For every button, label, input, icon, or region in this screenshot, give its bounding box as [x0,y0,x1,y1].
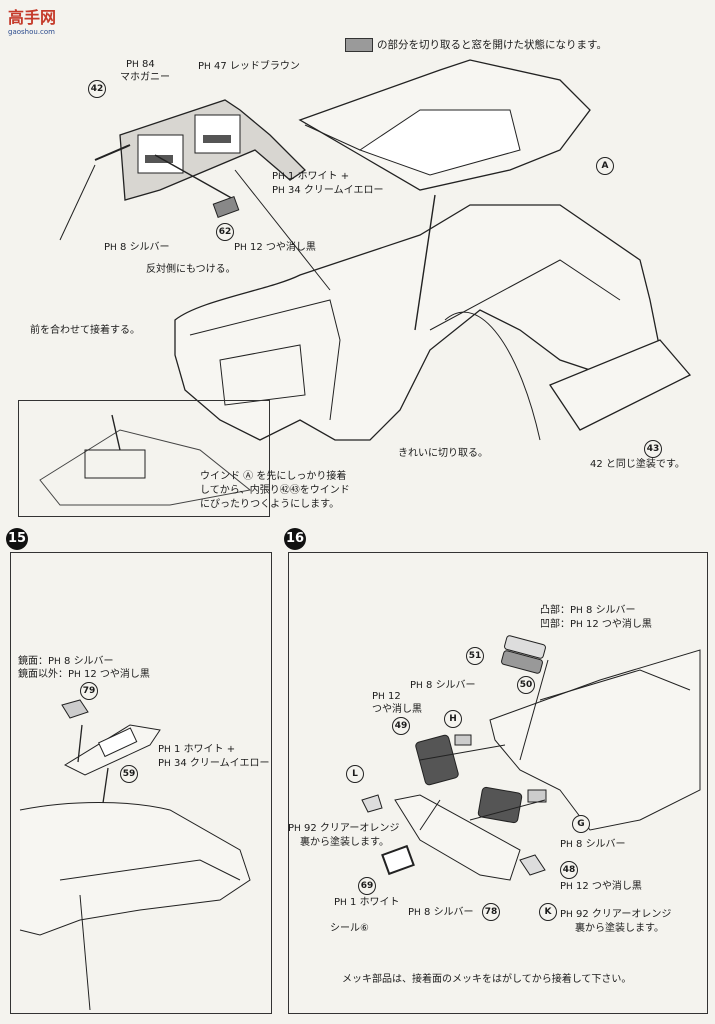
paint-cream-15: PH 34 クリームイエロー [158,758,270,769]
part-48-marker: 48 [560,861,578,879]
part-62-marker: 62 [216,223,234,241]
site-logo: 高手网 gaoshou.com [8,8,57,36]
paint-white: PH 1 ホワイト + [272,171,350,182]
part-69-marker: 69 [358,877,376,895]
paint-convex: 凸部：PH 8 シルバー [540,605,636,616]
paint-silver-16a: PH 8 シルバー [410,680,476,691]
paint-silver: PH 8 シルバー [104,242,170,253]
paint-orange-back-16b: 裏から塗装します。 [575,923,664,934]
part-51-marker: 51 [466,647,484,665]
paint-redbrown: PH 47 レッドブラウン [198,61,300,72]
part-50-marker: 50 [517,676,535,694]
paint-cream: PH 34 クリームイエロー [272,185,384,196]
note-opposite: 反対側にもつける。 [146,264,236,275]
part-49-marker: 49 [392,717,410,735]
part-K-marker: K [539,903,557,921]
note-window-line1: ウインド Ⓐ を先にしっかり接着 [200,471,347,482]
paint-silver-16b: PH 8 シルバー [560,839,626,850]
step-15-panel [10,552,272,1014]
part-L-marker: L [346,765,364,783]
paint-mirror: 鏡面：PH 8 シルバー [18,656,114,667]
part-78-marker: 78 [482,903,500,921]
part-43-marker: 43 [644,440,662,458]
inset-detail-box [18,400,270,517]
part-79-marker: 79 [80,682,98,700]
part-G-marker: G [572,815,590,833]
interior-panel-illustration [39,59,692,506]
part-H-marker: H [444,710,462,728]
paint-silver-16c: PH 8 シルバー [408,907,474,918]
paint-flat-16a: つや消し黒 [372,704,422,715]
paint-concave: 凹部：PH 12 つや消し黒 [540,619,652,630]
step-16-panel [288,552,708,1014]
note-window-line2: してから、内張り㊷㊸をウインド [200,485,350,496]
paint-flat-16b: PH 12 つや消し黒 [560,881,642,892]
chrome-note: メッキ部品は、接着面のメッキをはがしてから接着して下さい。 [342,974,632,985]
note-align-front: 前を合わせて接着する。 [30,325,140,336]
paint-mahogany-code: PH 84 [126,59,155,70]
part-42-marker: 42 [88,80,106,98]
seal-label: シール⑥ [330,923,369,934]
part-A-marker: A [596,157,614,175]
paint-white-15: PH 1 ホワイト + [158,744,236,755]
paint-orange-back-16a: 裏から塗装します。 [300,837,389,848]
note-cut-clean: きれいに切り取る。 [398,448,488,459]
step-15-number: 15 [6,528,28,550]
note-same-paint: 42 と同じ塗装です。 [590,459,685,470]
step-16-number: 16 [284,528,306,550]
paint-mahogany: マホガニー [120,72,170,83]
paint-white-16: PH 1 ホワイト [334,897,400,908]
gray-swatch [345,38,373,52]
paint-flatblack: PH 12 つや消し黒 [234,242,316,253]
paint-orange-16a: PH 92 クリアーオレンジ [288,823,400,834]
note-window-line3: にぴったりつくようにします。 [200,499,340,510]
paint-orange-16b: PH 92 クリアーオレンジ [560,909,672,920]
paint-nonmirror: 鏡面以外：PH 12 つや消し黒 [18,669,150,680]
cutout-note: の部分を切り取ると窓を開けた状態になります。 [345,38,607,52]
paint-flat-16a-code: PH 12 [372,691,401,702]
part-59-marker: 59 [120,765,138,783]
